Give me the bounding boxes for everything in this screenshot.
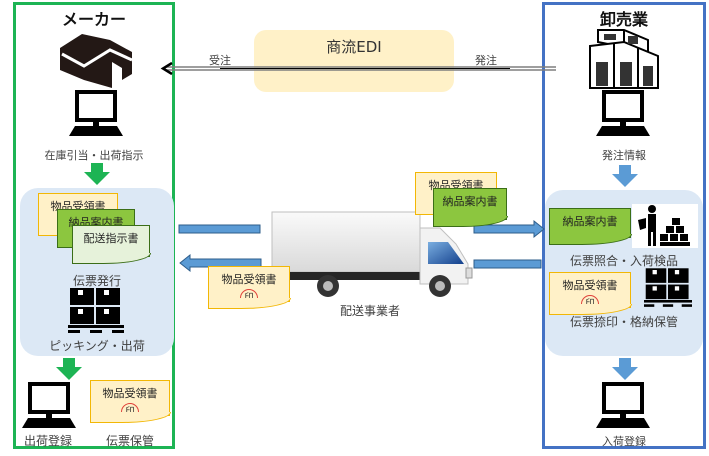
carrier-label: 配送事業者 <box>339 304 400 318</box>
stamp-icon: 印 <box>121 403 139 421</box>
down-arrow-icon <box>56 358 82 380</box>
pallet-boxes-icon <box>68 288 124 333</box>
maker-title: メーカー <box>61 10 126 29</box>
carrier-doc-stamped-receipt-label: 物品受領書 <box>221 273 277 286</box>
down-arrow-icon <box>84 163 110 185</box>
edi-title: 商流EDI <box>326 38 382 56</box>
computer-icon <box>596 90 650 136</box>
doc-stamped-receipt: 物品受領書 印 <box>89 380 171 423</box>
wholesaler-step-stamp-store: 伝票捺印・格納保管 <box>569 315 678 329</box>
wholesaler-step-check: 伝票照合・入荷検品 <box>569 254 678 268</box>
worker-inspecting-boxes-icon <box>632 204 698 248</box>
carrier-doc-delivery-note-label: 納品案内書 <box>442 195 498 208</box>
wholesaler-title: 卸売業 <box>599 10 648 29</box>
pallet-boxes-icon <box>644 268 692 307</box>
wholesaler-doc-delivery-note: 納品案内書 <box>548 208 632 245</box>
computer-icon <box>69 90 123 136</box>
maker-step-picking: ピッキング・出荷 <box>49 339 145 353</box>
stamp-icon: 印 <box>581 295 599 313</box>
warehouse-building-icon <box>589 29 659 89</box>
stamp-icon: 印 <box>240 289 258 307</box>
down-arrow-icon <box>612 358 638 380</box>
maker-step-ship-register: 出荷登録 <box>23 434 72 448</box>
carrier-doc-delivery-note: 納品案内書 <box>432 188 508 227</box>
wholesaler-step-order-info: 発注情報 <box>602 149 646 162</box>
maker-step-doc-storage: 伝票保管 <box>105 434 154 448</box>
wholesaler-frame <box>542 2 706 449</box>
down-arrow-icon <box>612 165 638 187</box>
computer-icon <box>22 382 76 428</box>
factory-icon <box>60 34 133 88</box>
edi-label-receive-order: 受注 <box>209 54 231 67</box>
maker-step-issue: 伝票発行 <box>72 274 121 288</box>
doc-stamped-receipt-label: 物品受領書 <box>102 387 158 400</box>
wholesaler-doc-delivery-note-label: 納品案内書 <box>562 215 618 228</box>
truck-icon <box>268 211 473 297</box>
wholesaler-step-receive-register: 入荷登録 <box>602 435 646 448</box>
receipt-return-arrow-right <box>473 259 542 269</box>
computer-icon <box>596 382 650 428</box>
edi-box <box>254 30 454 92</box>
edi-order-arrow <box>160 61 556 76</box>
wholesaler-doc-stamped-receipt-label: 物品受領書 <box>562 279 618 292</box>
shipment-arrow-in-right <box>473 219 545 239</box>
maker-step-allocation: 在庫引当・出荷指示 <box>44 149 144 162</box>
carrier-doc-stamped-receipt: 物品受領書 印 <box>207 266 291 309</box>
doc-shipping-instruction-label: 配送指示書 <box>83 232 139 245</box>
edi-label-place-order: 発注 <box>475 54 497 67</box>
shipment-arrow-out-left <box>178 224 261 234</box>
doc-shipping-instruction: 配送指示書 <box>71 225 151 264</box>
wholesaler-doc-stamped-receipt: 物品受領書 印 <box>548 272 632 315</box>
